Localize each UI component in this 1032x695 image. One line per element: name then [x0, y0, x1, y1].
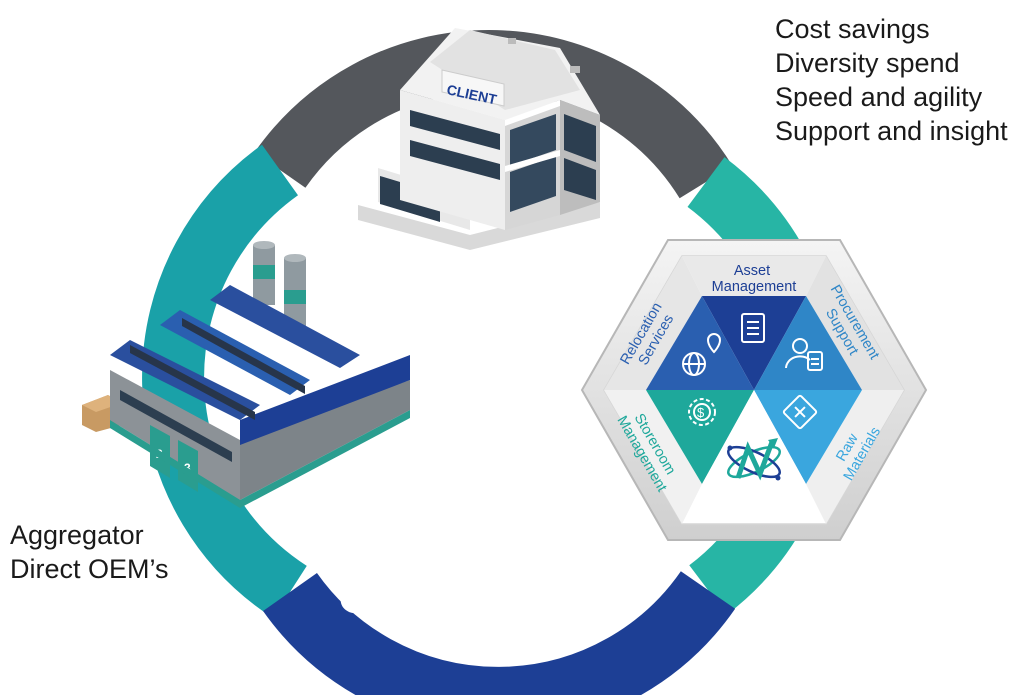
benefit-item: Diversity spend [775, 48, 960, 78]
relocation-triangle [646, 296, 754, 390]
ring-segment-bottom [263, 570, 736, 695]
center-logo-triangle [702, 390, 806, 484]
supplier-item: Direct OEM’s [10, 554, 169, 584]
asset-management-label: Asset Management [712, 263, 797, 295]
client-building-icon: CLIENT [358, 28, 600, 250]
dollar-gear-icon: $ [688, 398, 716, 426]
supplier-item: Aggregator [10, 520, 144, 550]
services-hexagon: $ Asset Management Procurement Support [580, 239, 928, 541]
person-clipboard-icon [785, 338, 823, 371]
procurement-triangle [754, 296, 862, 390]
raw-triangle [754, 390, 862, 484]
factory-building-icon: 2 3 [82, 241, 410, 508]
supplier-list: Aggregator Direct OEM’s [10, 518, 169, 586]
globe-location-icon [682, 333, 722, 376]
benefit-item: Cost savings [775, 14, 930, 44]
storeroom-triangle [646, 390, 754, 484]
document-icon [741, 313, 765, 343]
benefit-item: Speed and agility [775, 82, 983, 112]
raw-materials-icon [782, 394, 818, 430]
client-benefits-list: Cost savings Diversity spend Speed and a… [775, 12, 1008, 148]
svg-text:$: $ [697, 405, 705, 420]
benefit-item: Support and insight [775, 116, 1008, 146]
company-logo-icon [727, 438, 781, 481]
factory-chimney [253, 241, 306, 330]
